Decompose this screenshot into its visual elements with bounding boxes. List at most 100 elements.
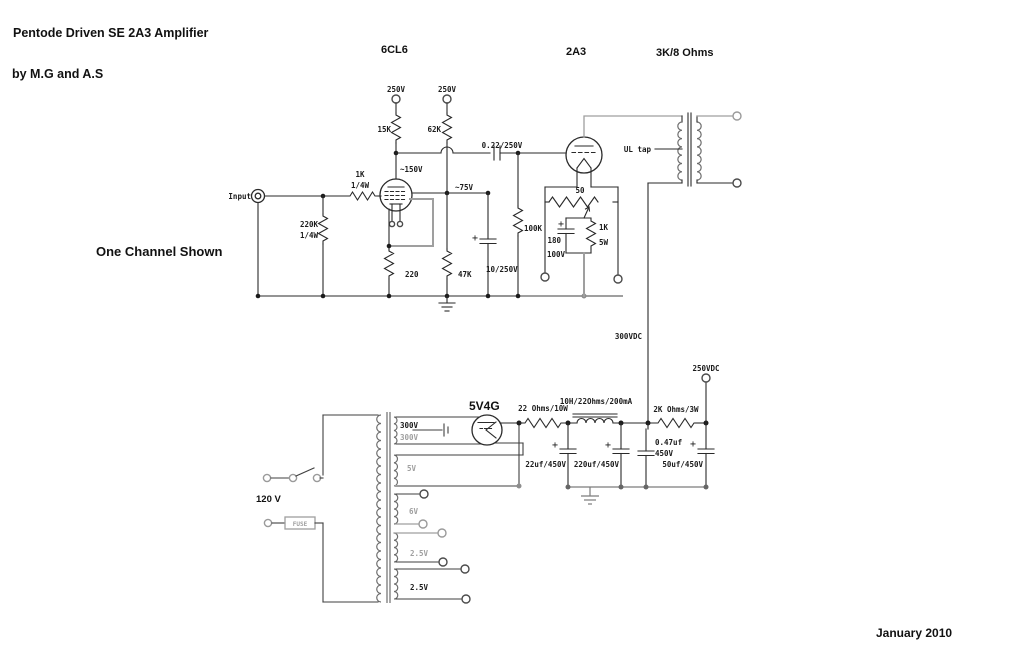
terminal-speaker-minus — [732, 178, 742, 188]
input-label: Input — [228, 192, 251, 201]
hum-pot-network: 50 + 180 100V 1K 5W — [540, 186, 623, 297]
hum-pot — [548, 196, 599, 208]
resistor-2k-label: 2K Ohms/3W — [653, 405, 699, 414]
resistor-62k — [441, 112, 453, 144]
coupling-cap-label: 0.22/250V — [482, 141, 523, 150]
terminal-6v-bottom — [418, 519, 428, 529]
heater6-winding — [393, 493, 399, 525]
fil-winding-a — [393, 532, 399, 563]
terminal-6v-top — [419, 489, 429, 499]
resistor-47k — [441, 248, 453, 280]
resistor-1k-5w — [585, 218, 597, 250]
terminal-2v5b-top — [460, 564, 470, 574]
fil-b-label: 2.5V — [410, 583, 429, 592]
mains-input: 120 V FUSE — [256, 414, 379, 603]
supply-label-left: 250V — [387, 85, 406, 94]
cathode-return-wire — [388, 198, 434, 247]
power-supply: 300V 300V 5V 6V 2.5V 2.5V — [256, 364, 720, 604]
cap2-label: 220uf/450V — [574, 460, 620, 469]
resistor-220k — [317, 213, 329, 245]
cap4-label: 50uf/450V — [662, 460, 703, 469]
terminal-2v5a-bottom — [438, 557, 448, 567]
plus-sign: + — [472, 233, 478, 244]
resistor-grid-stop — [347, 191, 379, 201]
b-plus-label: 300VDC — [615, 332, 642, 341]
channel-note: One Channel Shown — [96, 244, 222, 259]
rect-fil-winding — [393, 454, 398, 487]
ground-symbol — [438, 295, 456, 312]
mains-label: 120 V — [256, 494, 281, 505]
capacitor-screen-bypass — [479, 192, 497, 297]
resistor-220k-label: 220K — [300, 220, 319, 229]
terminal-2v5b-bottom — [461, 594, 471, 604]
resistor-62k-label: 62K — [427, 125, 441, 134]
choke — [572, 413, 618, 424]
heater6-label: 6V — [409, 507, 419, 516]
plus-sign: + — [605, 440, 611, 451]
tube-5v4g — [471, 414, 503, 446]
hv-bottom-label: 300V — [400, 433, 419, 442]
screen-cap-label: 10/250V — [486, 265, 518, 274]
resistor-220 — [383, 248, 395, 280]
switch-contact — [288, 473, 298, 483]
fuse-label: FUSE — [293, 521, 308, 528]
filter-rail: 22 Ohms/10W 10H/22Ohms/200mA 2K Ohms/3W … — [516, 364, 720, 429]
choke-label: 10H/22Ohms/200mA — [560, 397, 633, 406]
resistor-100k-label: 100K — [524, 224, 543, 233]
terminal-250v-left — [391, 94, 401, 104]
screen-voltage-label: ~75V — [455, 183, 474, 192]
filter-cap-22uf: + 22uf/450V — [525, 422, 577, 488]
byline: by M.G and A.S — [12, 67, 103, 81]
input-stage: 250V 250V 15K 62K ~150V 0.22/250V Input — [228, 85, 623, 312]
psu-ground-symbol — [581, 487, 599, 505]
plus-sign: + — [552, 440, 558, 451]
tube-2a3 — [565, 136, 603, 188]
fil-winding-b — [393, 568, 399, 600]
date-label: January 2010 — [876, 626, 952, 640]
input-jack — [250, 188, 266, 204]
cathode-cap-volt: 100V — [547, 250, 566, 259]
filter-cap-50uf: + 50uf/450V — [662, 422, 715, 488]
cathode-cap-label: 180 — [547, 236, 561, 245]
cathode-resistor-watt: 5W — [599, 238, 609, 247]
terminal-filament-left — [540, 272, 550, 282]
filter-cap-047uf: 0.47uf 450V — [637, 422, 682, 488]
opt-label: 3K/8 Ohms — [656, 47, 713, 59]
primary-coil — [376, 414, 382, 603]
heater-pin — [396, 220, 404, 228]
opt-secondary-coil — [696, 121, 702, 181]
ul-tap-label: UL tap — [624, 145, 652, 154]
tube-6cl6 — [379, 178, 413, 228]
resistor-15k — [390, 112, 402, 144]
rect-fil-label: 5V — [407, 464, 417, 473]
page-title: Pentode Driven SE 2A3 Amplifier — [13, 26, 209, 40]
terminal-mains-neutral — [263, 518, 273, 528]
center-tap — [412, 423, 449, 437]
tube-label-6cl6: 6CL6 — [381, 44, 408, 56]
b-front-label: 250VDC — [692, 364, 719, 373]
cap1-label: 22uf/450V — [525, 460, 566, 469]
grid-stop-watt: 1/4W — [351, 181, 370, 190]
filter-cap-220uf: + 220uf/450V — [574, 422, 630, 488]
cap3-label: 0.47uf — [655, 438, 682, 447]
resistor-15k-label: 15K — [377, 125, 391, 134]
output-transformer: UL tap — [624, 111, 742, 188]
hv-top-label: 300V — [400, 421, 419, 430]
cathode-resistor-label: 1K — [599, 223, 609, 232]
cap3-volt: 450V — [655, 449, 674, 458]
terminal-mains-line — [262, 473, 272, 483]
tube-label-2a3: 2A3 — [566, 46, 586, 58]
hum-pot-label: 50 — [575, 186, 585, 195]
resistor-22ohm-label: 22 Ohms/10W — [518, 404, 568, 413]
terminal-filament-right — [613, 274, 623, 284]
resistor-47k-label: 47K — [458, 270, 472, 279]
supply-label-right: 250V — [438, 85, 457, 94]
grid-stop-label: 1K — [355, 170, 365, 179]
terminal-speaker-plus — [732, 111, 742, 121]
resistor-220k-watt: 1/4W — [300, 231, 319, 240]
terminal-2v5a-top — [437, 528, 447, 538]
resistor-2k — [654, 417, 696, 429]
heater-pin — [388, 220, 396, 228]
